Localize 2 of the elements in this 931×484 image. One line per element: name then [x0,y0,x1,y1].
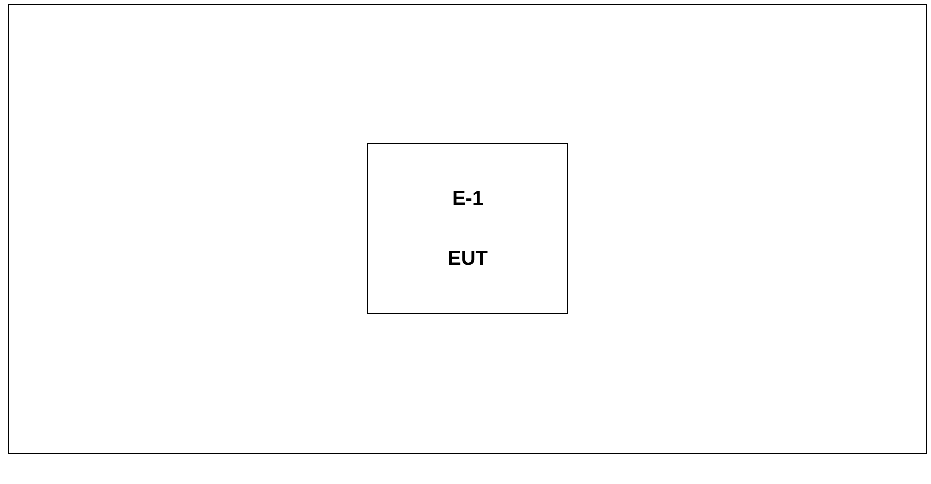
diagram-frame: E-1 EUT [8,4,927,454]
node-box [367,144,568,314]
